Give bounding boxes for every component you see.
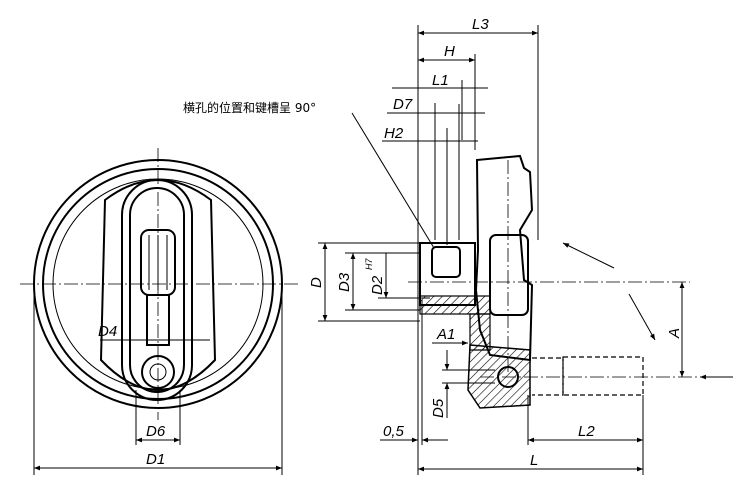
front-view: D4 D6 D1 — [20, 148, 300, 475]
label-l3: L3 — [472, 16, 489, 33]
label-d2-tolerance: H7 — [364, 258, 374, 270]
fold-arrow-icon — [628, 293, 656, 341]
cross-hole-note: 横孔的位置和键槽呈 90° — [183, 100, 316, 115]
wheel-outer-rim — [33, 159, 283, 409]
folded-handle-ghost — [532, 357, 564, 396]
label-offset: 0,5 — [383, 423, 405, 440]
handle-slot — [121, 179, 193, 401]
label-l2: L2 — [578, 423, 595, 440]
note-leader-line — [351, 112, 435, 249]
label-h: H — [444, 43, 455, 60]
handle-shaft — [146, 294, 170, 346]
label-h2: H2 — [384, 125, 404, 142]
hub-section — [419, 295, 491, 315]
label-d5: D5 — [430, 398, 447, 418]
label-d6: D6 — [146, 423, 166, 440]
folded-grip-ghost — [562, 356, 644, 396]
grip-ribs — [148, 235, 168, 290]
label-d: D — [308, 277, 325, 288]
label-d1: D1 — [146, 451, 165, 468]
handle-grip-side — [489, 234, 529, 316]
label-a: A — [666, 328, 683, 339]
label-l1: L1 — [432, 72, 449, 89]
handle-pivot — [141, 355, 175, 389]
handle-slot-inner — [129, 187, 185, 393]
cross-hole — [431, 246, 461, 278]
rotate-arrow-icon — [562, 242, 615, 269]
label-d7: D7 — [393, 96, 413, 113]
spoke-body — [99, 179, 217, 391]
label-d3: D3 — [336, 272, 353, 292]
side-view: L3 H L1 D7 H2 横孔的位置和键槽呈 90° D — [183, 16, 733, 475]
label-l: L — [530, 452, 538, 469]
label-a1: A1 — [436, 326, 455, 343]
label-d2: D2 — [369, 275, 386, 295]
label-d4: D4 — [98, 323, 117, 340]
pivot-hole — [149, 363, 167, 381]
